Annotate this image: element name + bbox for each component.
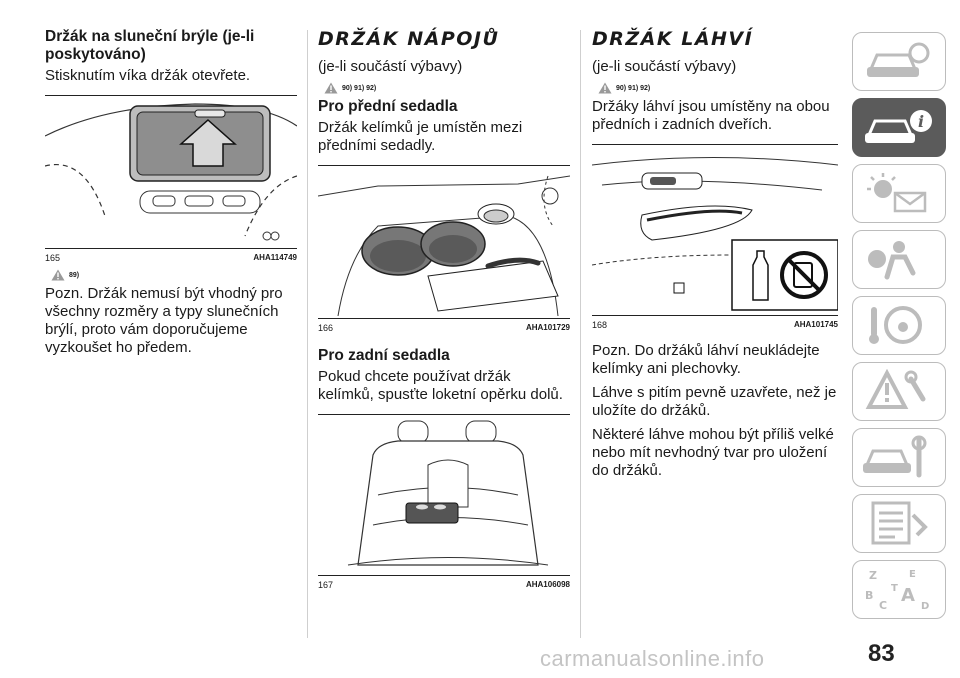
svg-text:Z: Z — [869, 569, 877, 582]
warning-triangle-icon — [598, 82, 612, 94]
steering-key-icon — [869, 306, 922, 344]
svg-text:E: E — [909, 569, 916, 580]
tab-safety[interactable] — [852, 230, 946, 289]
car-service-icon — [863, 435, 927, 478]
figure-number: 165 — [45, 253, 61, 263]
warning-reference: 90) 91) 92) — [598, 82, 838, 94]
car-dashboard-icon — [867, 42, 930, 77]
bottle-holder-text: Držáky láhví jsou umístěny na obou předn… — [592, 98, 830, 133]
front-seats-heading: Pro přední sedadla — [318, 98, 458, 115]
figure-number: 168 — [592, 320, 608, 330]
figure-167-rear-armrest: 167 AHA106098 — [318, 415, 570, 590]
rear-seats-heading: Pro zadní sedadla — [318, 347, 450, 364]
divider — [592, 144, 838, 145]
figure-code: AHA101745 — [793, 320, 838, 329]
svg-text:A: A — [901, 585, 915, 606]
column-divider — [307, 30, 308, 638]
svg-text:B: B — [865, 589, 873, 602]
rear-seats-text: Pokud chcete používat držák kelímků, spu… — [318, 368, 563, 403]
sunglasses-note: Pozn. Držák nemusí být vhodný pro všechn… — [45, 285, 283, 356]
chapter-tabs: i — [852, 32, 960, 626]
figure-number: 166 — [318, 323, 334, 333]
front-seats-text: Držák kelímků je umístěn mezi předními s… — [318, 119, 523, 154]
drink-holder-availability: (je-li součástí výbavy) — [318, 58, 463, 75]
front-cupholder-illustration — [318, 175, 570, 316]
warning-lights-icon — [867, 173, 927, 213]
bottle-holder-availability: (je-li součástí výbavy) — [592, 58, 737, 75]
divider — [45, 95, 297, 96]
svg-text:i: i — [918, 112, 924, 131]
figure-166-front-cupholder: 166 AHA101729 — [318, 166, 570, 333]
alphabet-index-icon: Z E B A C T D — [865, 569, 929, 611]
sunglasses-intro-text: Stisknutím víka držák otevřete. — [45, 67, 251, 84]
divider — [318, 414, 570, 415]
column-sunglasses-holder: Držák na sluneční brýle (je-li poskytová… — [45, 28, 297, 357]
warning-triangle-icon — [51, 269, 65, 281]
svg-text:T: T — [891, 583, 898, 594]
svg-text:C: C — [879, 599, 887, 611]
figure-caption: 168 AHA101745 — [592, 315, 838, 330]
tab-specifications[interactable] — [852, 494, 946, 553]
column-drink-holder: DRŽÁK NÁPOJŮ (je-li součástí výbavy) 90)… — [318, 28, 570, 590]
bottle-holder-note: Pozn. Do držáků láhví neukládejte kelímk… — [592, 342, 820, 377]
sunglasses-holder-heading: Držák na sluneční brýle (je-li poskytová… — [45, 28, 255, 63]
tab-emergency[interactable] — [852, 362, 946, 421]
car-info-icon: i — [865, 110, 932, 143]
figure-caption: 167 AHA106098 — [318, 575, 570, 590]
warning-ref-text: 90) 91) 92) — [342, 84, 377, 92]
door-bottle-holder-illustration — [592, 157, 838, 311]
tab-car-info[interactable]: i — [852, 98, 946, 157]
bottle-holder-para2: Láhve s pitím pevně uzavřete, než je ulo… — [592, 384, 837, 419]
airbag-seat-icon — [868, 241, 916, 280]
figure-caption: 165 AHA114749 — [45, 248, 297, 263]
warning-ref-text: 89) — [69, 271, 80, 279]
bottle-holder-title: DRŽÁK LÁHVÍ — [592, 28, 754, 50]
spec-list-icon — [871, 501, 928, 545]
figure-168-bottle-holder: 168 AHA101745 — [592, 145, 838, 330]
watermark: carmanualsonline.info — [540, 646, 765, 671]
tab-index[interactable]: Z E B A C T D — [852, 560, 946, 619]
warning-reference: 89) — [51, 269, 297, 281]
tab-driving[interactable] — [852, 296, 946, 355]
sunglasses-holder-illustration — [45, 103, 297, 241]
warning-ref-text: 90) 91) 92) — [616, 84, 651, 92]
svg-text:D: D — [921, 601, 929, 611]
figure-165-sunglasses: 165 AHA114749 — [45, 96, 297, 263]
divider — [318, 165, 570, 166]
figure-code: AHA106098 — [525, 580, 570, 589]
column-divider — [580, 30, 581, 638]
column-bottle-holder: DRŽÁK LÁHVÍ (je-li součástí výbavy) 90) … — [592, 28, 838, 480]
figure-code: AHA114749 — [253, 253, 297, 262]
drink-holder-title: DRŽÁK NÁPOJŮ — [318, 28, 500, 50]
tab-dashboard[interactable] — [852, 32, 946, 91]
figure-caption: 166 AHA101729 — [318, 318, 570, 333]
tab-warning-lights[interactable] — [852, 164, 946, 223]
figure-number: 167 — [318, 580, 334, 590]
page-number: 83 — [868, 640, 895, 667]
warning-triangle-icon — [324, 82, 338, 94]
figure-code: AHA101729 — [525, 323, 570, 332]
warning-reference: 90) 91) 92) — [324, 82, 570, 94]
bottle-holder-para3: Některé láhve mohou být příliš velké neb… — [592, 426, 834, 479]
warning-triangle-icon — [865, 369, 926, 409]
tab-service[interactable] — [852, 428, 946, 487]
rear-armrest-illustration — [347, 420, 549, 566]
